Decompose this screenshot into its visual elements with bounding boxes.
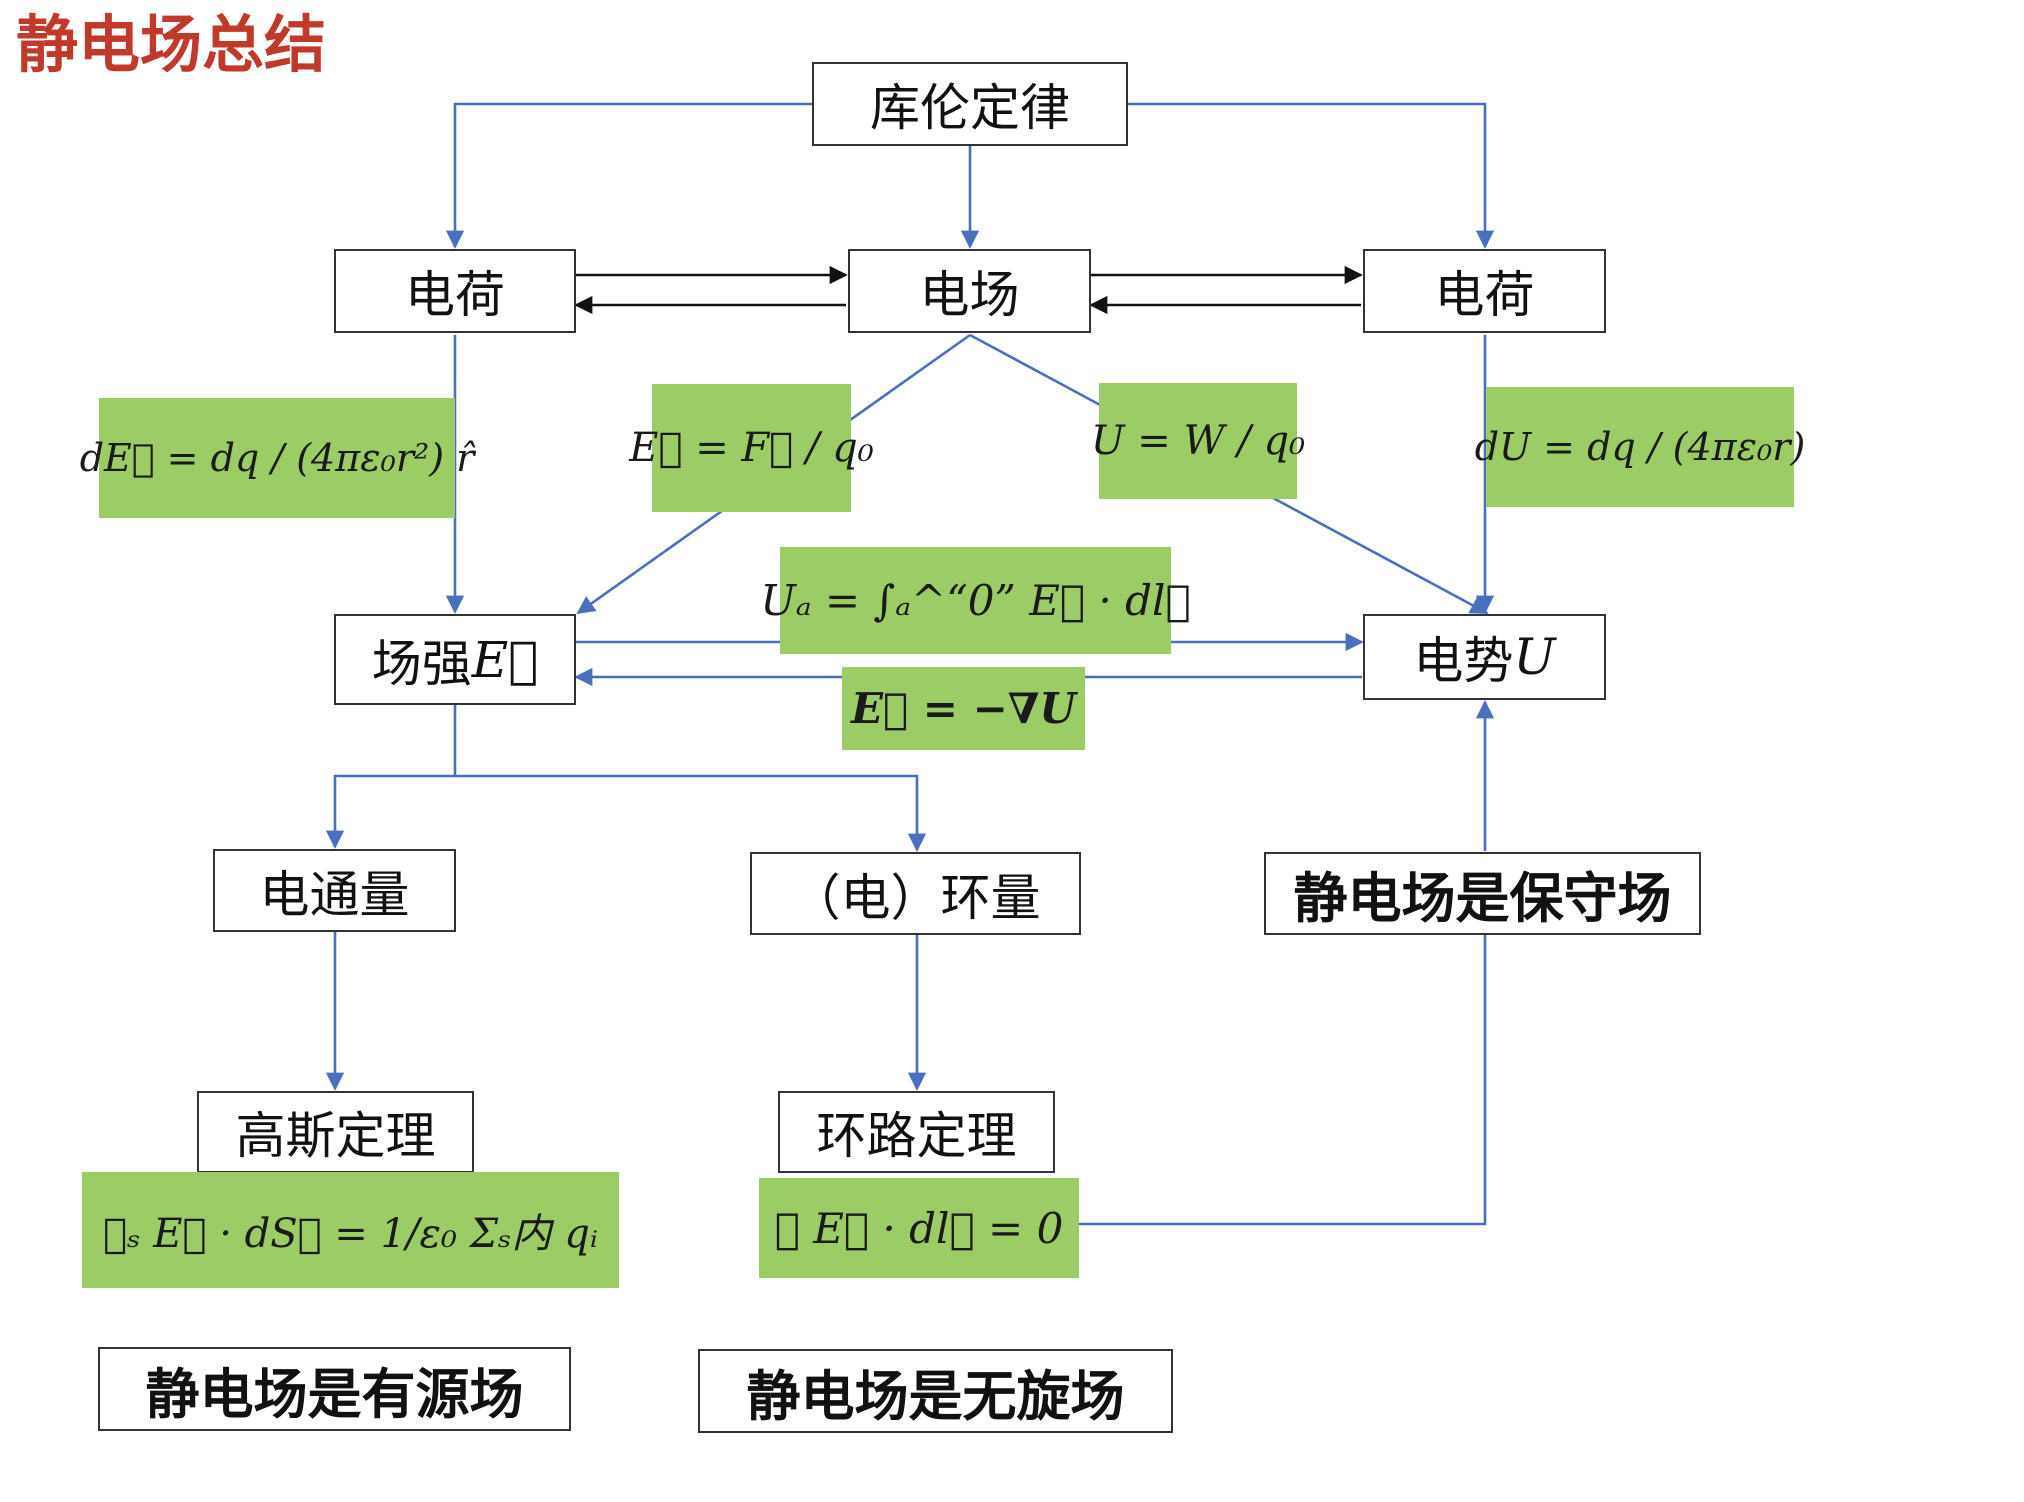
formula-dE: dE⃗ = dq / (4πε₀r²) r̂ <box>80 398 474 518</box>
node-gauss-law: 高斯定理 <box>197 1091 474 1173</box>
connector-loop-to-conservative <box>1079 935 1487 1226</box>
node-conservative-field: 静电场是保守场 <box>1264 852 1701 935</box>
formula-E-definition-text: E⃗ = F⃗ / q₀ <box>629 425 874 471</box>
formula-gauss-text: ∯ₛ E⃗ · dS⃗ = 1/ε₀ Σₛ内 qᵢ <box>103 1211 598 1257</box>
node-loop-theorem: 环路定理 <box>778 1091 1055 1173</box>
node-charge-right: 电荷 <box>1363 249 1606 333</box>
node-charge-left: 电荷 <box>334 249 576 333</box>
node-charge-right-label: 电荷 <box>1434 266 1535 324</box>
arrow-coulomb-to-charge-right <box>1128 102 1495 249</box>
node-flux: 电通量 <box>213 849 456 932</box>
formula-U-definition: U = W / q₀ <box>1091 383 1305 499</box>
formula-dU: dU = dq / (4πε₀r) <box>1475 387 1805 507</box>
node-coulomb-law: 库伦定律 <box>812 62 1128 146</box>
formula-loop: ∮ E⃗ · dl⃗ = 0 <box>759 1178 1079 1278</box>
formula-loop-text: ∮ E⃗ · dl⃗ = 0 <box>774 1203 1064 1253</box>
node-gauss-law-label: 高斯定理 <box>235 1107 436 1165</box>
formula-gauss: ∯ₛ E⃗ · dS⃗ = 1/ε₀ Σₛ内 qᵢ <box>82 1172 619 1288</box>
formula-dU-text: dU = dq / (4πε₀r) <box>1474 425 1806 469</box>
node-charge-left-label: 电荷 <box>405 266 505 324</box>
node-source-field: 静电场是有源场 <box>98 1347 571 1431</box>
potential-symbol: U <box>1513 628 1556 686</box>
formula-dE-text: dE⃗ = dq / (4πε₀r²) r̂ <box>79 436 475 480</box>
node-conservative-label: 静电场是保守场 <box>1293 867 1672 930</box>
connector-field-strength-branch <box>325 705 457 849</box>
connector-field-strength-branch-right <box>455 774 927 852</box>
node-curl-free-field: 静电场是无旋场 <box>698 1349 1173 1433</box>
formula-Ua-integral: Uₐ = ∫ₐ^“0” E⃗ · dl⃗ <box>760 547 1191 654</box>
arrow-coulomb-to-charge-left <box>445 102 812 249</box>
node-source-field-label: 静电场是有源场 <box>145 1362 524 1426</box>
node-curl-free-label: 静电场是无旋场 <box>746 1364 1125 1428</box>
node-potential-label: 电势 <box>1413 632 1514 690</box>
node-coulomb-law-label: 库伦定律 <box>870 79 1070 137</box>
node-field-strength-label: 场强 <box>371 634 472 693</box>
node-flux-label: 电通量 <box>259 865 410 924</box>
formula-U-definition-text: U = W / q₀ <box>1090 418 1306 464</box>
formula-E-definition: E⃗ = F⃗ / q₀ <box>629 384 874 512</box>
formula-Ua-integral-text: Uₐ = ∫ₐ^“0” E⃗ · dl⃗ <box>760 576 1191 625</box>
formula-gradient-text: E⃗ = −∇U <box>850 684 1077 733</box>
formula-gradient: E⃗ = −∇U <box>842 667 1085 750</box>
field-strength-symbol: E⃗ <box>471 630 539 689</box>
node-field: 电场 <box>848 249 1091 333</box>
node-field-label: 电场 <box>919 266 1020 324</box>
page-title: 静电场总结 <box>16 8 327 81</box>
node-circulation-label: （电）环量 <box>790 868 1041 927</box>
node-loop-theorem-label: 环路定理 <box>816 1107 1017 1165</box>
node-circulation: （电）环量 <box>750 852 1081 935</box>
